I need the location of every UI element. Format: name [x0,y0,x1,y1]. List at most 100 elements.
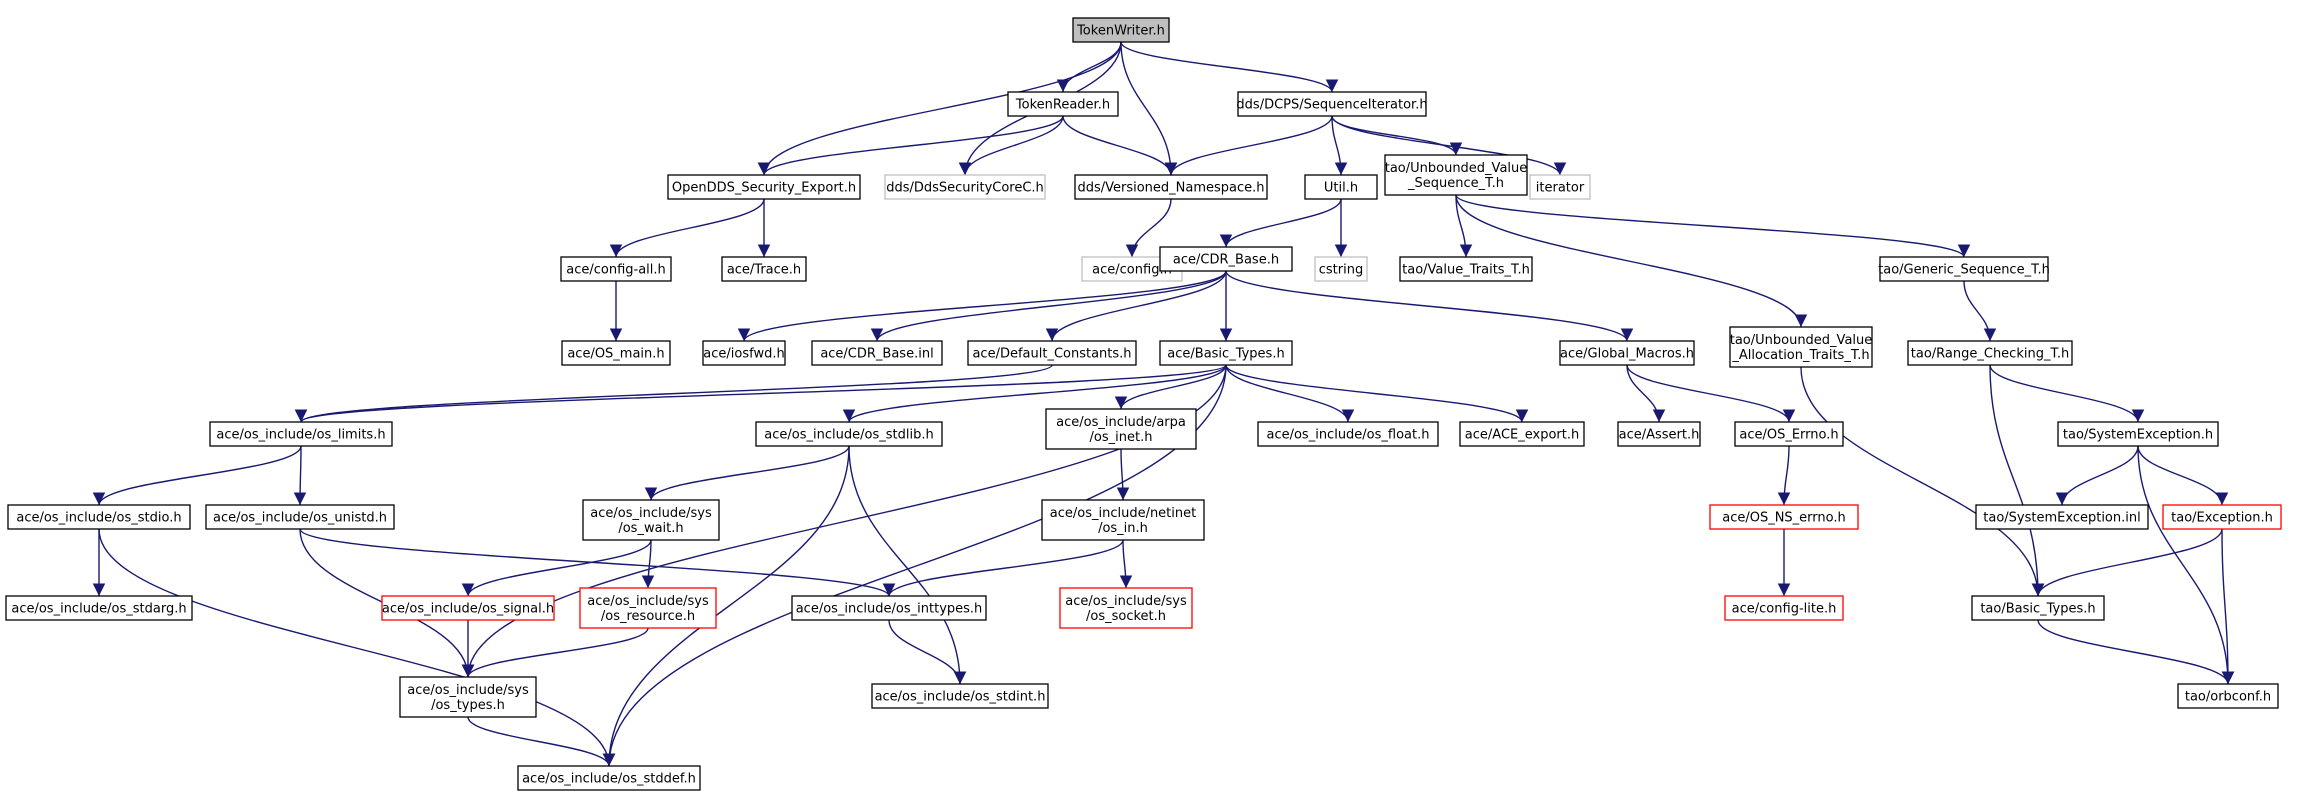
node-box [871,683,1049,709]
edge-cdr_base-to-iosfwd [737,270,1227,342]
node-os_unistd: ace/os_include/os_unistd.h [205,504,395,530]
node-label: ace/os_include/os_unistd.h [213,511,387,526]
edge [757,115,1064,176]
edge [293,445,307,506]
node-box [811,340,943,366]
edge-os_inttypes-to-os_stdint [888,619,967,685]
edge [1119,539,1133,589]
node-basic_types: ace/Basic_Types.h [1159,340,1293,366]
edge [602,445,850,767]
edge [1455,194,1971,258]
node-box [967,340,1137,366]
node-box [205,504,395,530]
node-label: ace/os_include/arpa [1056,415,1186,430]
node-label: ace/os_include/os_limits.h [216,428,385,443]
edge [757,41,1122,176]
node-label: /os_types.h [431,698,505,713]
edge [461,539,652,597]
node-label: /os_inet.h [1090,430,1153,445]
node-label: ace/os_include/sys [1065,594,1187,609]
node-box [2177,683,2279,709]
edge [737,270,1227,342]
node-label: ace/os_include/sys [407,683,529,698]
node-label: OpenDDS_Security_Export.h [672,181,856,196]
node-label: ace/Assert.h [1619,428,1700,443]
edge-system_exception-to-orbconf [2137,445,2235,685]
node-label: ace/ACE_export.h [1465,428,1579,443]
edge [888,619,967,685]
edge [92,445,302,506]
node-label: tao/orbconf.h [2185,690,2271,705]
node-dds_core: dds/DdsSecurityCoreC.h [884,174,1046,200]
node-box [1879,256,2049,282]
node-label: ace/os_include/os_stdlib.h [764,428,933,443]
node-ace_export: ace/ACE_export.h [1459,421,1585,447]
node-label: tao/Unbounded_Value [1385,161,1528,176]
edge [1777,445,1791,506]
node-box [7,504,191,530]
node-box [582,499,720,541]
node-label: Util.h [1324,181,1358,196]
edge-cdr_base-to-global_macros [1225,270,1634,342]
node-unbounded_alloc: tao/Unbounded_Value_Allocation_Traits_T.… [1729,326,1873,368]
node-os_stdio: ace/os_include/os_stdio.h [7,504,191,530]
edge-seqiter-to-iterator [1331,115,1567,176]
node-arpa_inet: ace/os_include/arpa/os_inet.h [1045,408,1197,450]
node-tokenwriter: TokenWriter.h [1072,17,1170,43]
edge [461,627,649,678]
node-config_all: ace/config-all.h [560,256,672,282]
edge [1989,364,2145,423]
node-box [721,256,807,282]
node-label: _Allocation_Traits_T.h [1731,348,1869,363]
node-orbconf: tao/orbconf.h [2177,683,2279,709]
edge [870,270,1227,342]
edge-opendds_export-to-config_all [609,198,765,258]
edge [644,445,850,501]
node-iosfwd: ace/iosfwd.h [702,340,786,366]
edge-os_stdlib-to-os_stdint [848,445,967,685]
edge [295,364,1227,423]
edge [1331,115,1348,176]
node-seqiter: dds/DCPS/SequenceIterator.h [1236,91,1428,117]
node-sys_wait: ace/os_include/sys/os_wait.h [582,499,720,541]
edge-tao_exception-to-tao_basic_types [2031,528,2223,597]
edge [467,716,616,767]
node-tao_exception: tao/Exception.h [2162,504,2282,530]
node-label: ace/os_include/os_signal.h [382,602,554,617]
node-os_main: ace/OS_main.h [561,340,671,366]
node-box [381,595,555,621]
edge [1114,364,1227,410]
edge-default_constants-to-os_limits [295,364,1053,423]
node-os_float: ace/os_include/os_float.h [1257,421,1439,447]
node-label: ace/iosfwd.h [703,347,784,362]
edge [1800,366,2045,597]
edge-tokenreader-to-versioned_ns [1062,115,1178,176]
node-sys_resource: ace/os_include/sys/os_resource.h [579,587,717,629]
node-label: dds/DCPS/SequenceIterator.h [1236,98,1427,113]
node-label: _Sequence_T.h [1407,176,1504,191]
node-label: /os_in.h [1098,521,1148,536]
node-box [1159,246,1293,272]
edge-cdr_base-to-cdr_inl [870,270,1227,342]
node-label: tao/Exception.h [2171,511,2273,526]
node-os_stdint: ace/os_include/os_stdint.h [871,683,1049,709]
edge [1219,198,1342,248]
edge-cdr_base-to-default_constants [1045,270,1227,342]
node-label: ace/CDR_Base.h [1173,253,1279,268]
node-box [1007,91,1119,117]
node-generic_seq: tao/Generic_Sequence_T.h [1878,256,2050,282]
node-box [1617,421,1701,447]
node-box [1041,499,1205,541]
node-label: tao/Range_Checking_T.h [1911,347,2069,362]
node-label: ace/os_include/os_stdio.h [16,511,181,526]
edge-os_stdlib-to-os_stddef [602,445,850,767]
node-label: ace/OS_Errno.h [1739,428,1838,443]
node-os_inttypes: ace/os_include/os_inttypes.h [791,595,987,621]
node-label: TokenWriter.h [1076,24,1165,39]
edge-util-to-cdr_base [1219,198,1342,248]
node-label: ace/os_include/os_stdarg.h [11,602,186,617]
edge-basic_types-to-os_stdlib [842,364,1227,423]
edge-os_stdio-to-os_stddef [98,528,616,767]
node-box [1237,91,1427,117]
